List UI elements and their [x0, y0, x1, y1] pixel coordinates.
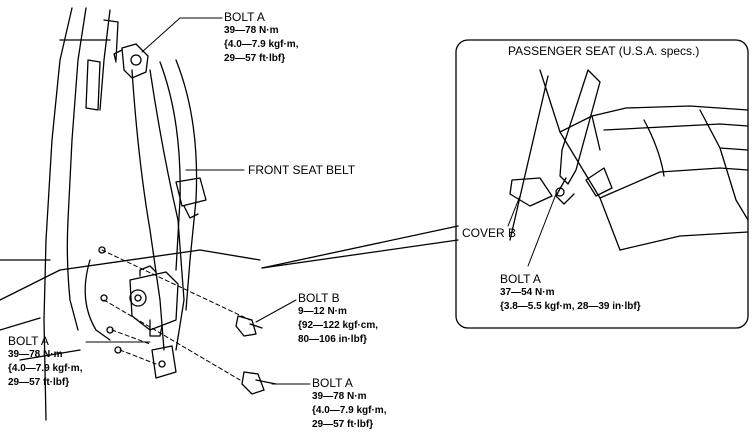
callout-bolt-a-left: BOLT A 39—78 N·m {4.0—7.9 kgf·m, 29—57 f… — [8, 334, 82, 390]
callout-front-seat-belt: FRONT SEAT BELT — [248, 163, 355, 177]
callout-spec: 39—78 N·m — [224, 25, 279, 36]
callout-spec: 39—78 N·m — [8, 349, 63, 360]
installation-lines — [101, 249, 251, 381]
callout-spec: {4.0—7.9 kgf·m, — [224, 39, 299, 50]
callout-spec: 39—78 N·m — [312, 391, 367, 402]
callout-bolt-a-bottom: BOLT A 39—78 N·m {4.0—7.9 kgf·m, 29—57 f… — [312, 376, 386, 432]
callout-spec: {4.0—7.9 kgf·m, — [312, 405, 387, 416]
callout-spec: {92—122 kgf·cm, — [298, 320, 379, 331]
callout-title: BOLT A — [500, 272, 541, 286]
inset-cover-b-label: COVER B — [462, 226, 517, 240]
bolt-a-bottom-part — [241, 371, 277, 395]
callout-spec: {3.8—5.5 kgf·m, 28—39 in·lbf} — [500, 301, 641, 312]
callout-title: BOLT A — [224, 10, 265, 24]
callout-title: BOLT B — [298, 291, 340, 305]
panel-holes — [98, 246, 122, 354]
leader-lines — [85, 17, 311, 385]
callout-title: BOLT A — [8, 334, 49, 348]
inset-pointer — [261, 225, 459, 269]
bolt-b-part — [235, 315, 263, 337]
callout-spec: 37—54 N·m — [500, 287, 555, 298]
top-bolt-anchor — [113, 43, 149, 79]
b-pillar — [0, 7, 261, 421]
callout-spec: 80—106 in·lbf} — [298, 334, 367, 345]
lower-anchor — [151, 345, 177, 379]
callout-bolt-b: BOLT B 9—12 N·m {92—122 kgf·cm, 80—106 i… — [298, 291, 378, 347]
inset-title: PASSENGER SEAT (U.S.A. specs.) — [508, 44, 700, 58]
inset-leader-lines — [507, 193, 557, 267]
callout-bolt-a-top: BOLT A 39—78 N·m {4.0—7.9 kgf·m, 29—57 f… — [224, 10, 298, 66]
callout-spec: 29—57 ft·lbf} — [312, 419, 374, 430]
callout-spec: {4.0—7.9 kgf·m, — [8, 363, 83, 374]
callout-title: BOLT A — [312, 376, 353, 390]
callout-title: FRONT SEAT BELT — [248, 163, 356, 177]
retractor — [129, 265, 179, 337]
callout-spec: 29—57 ft·lbf} — [224, 53, 286, 64]
inset-frame — [455, 39, 749, 329]
callout-spec: 9—12 N·m — [298, 306, 347, 317]
inset-passenger-seat — [509, 69, 749, 251]
callout-spec: 29—57 ft·lbf} — [8, 377, 70, 388]
front-seat-belt-webbing — [131, 59, 207, 351]
inset-callout-bolt-a: BOLT A 37—54 N·m {3.8—5.5 kgf·m, 28—39 i… — [500, 272, 641, 314]
